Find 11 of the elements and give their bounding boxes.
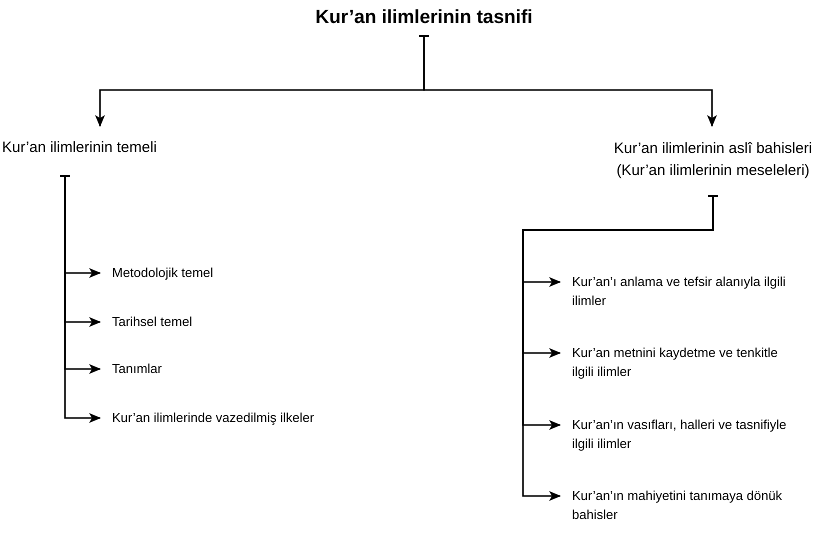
list-item-text: Metodolojik temel <box>112 265 214 280</box>
category-heading: Kur’an ilimlerinin aslî bahisleri (Kur’an ilimlerinin meseleleri) <box>614 140 812 179</box>
root-node-label: Kur’an ilimlerinin tasnifi <box>315 7 533 28</box>
list-item-text: Kur’an’ın vasıfları, halleri ve tasnifiyle ilgili ilimler <box>572 417 786 451</box>
list-item-text: Kur’an’ı anlama ve tefsir alanıyla ilgili ilimler <box>572 274 786 308</box>
list-item-text: Kur’an metnini kaydetme ve tenkitle ilgili ilimler <box>572 345 778 379</box>
list-item-text: Kur’an’ın mahiyetini tanımaya dönük bahisler <box>572 488 782 522</box>
list-item-text: Tanımlar <box>112 361 162 376</box>
list-item-text: Kur’an ilimlerinde vazedilmiş ilkeler <box>112 410 314 425</box>
category-heading: Kur’an ilimlerinin temeli <box>2 139 157 156</box>
list-item-text: Tarihsel temel <box>112 314 192 329</box>
